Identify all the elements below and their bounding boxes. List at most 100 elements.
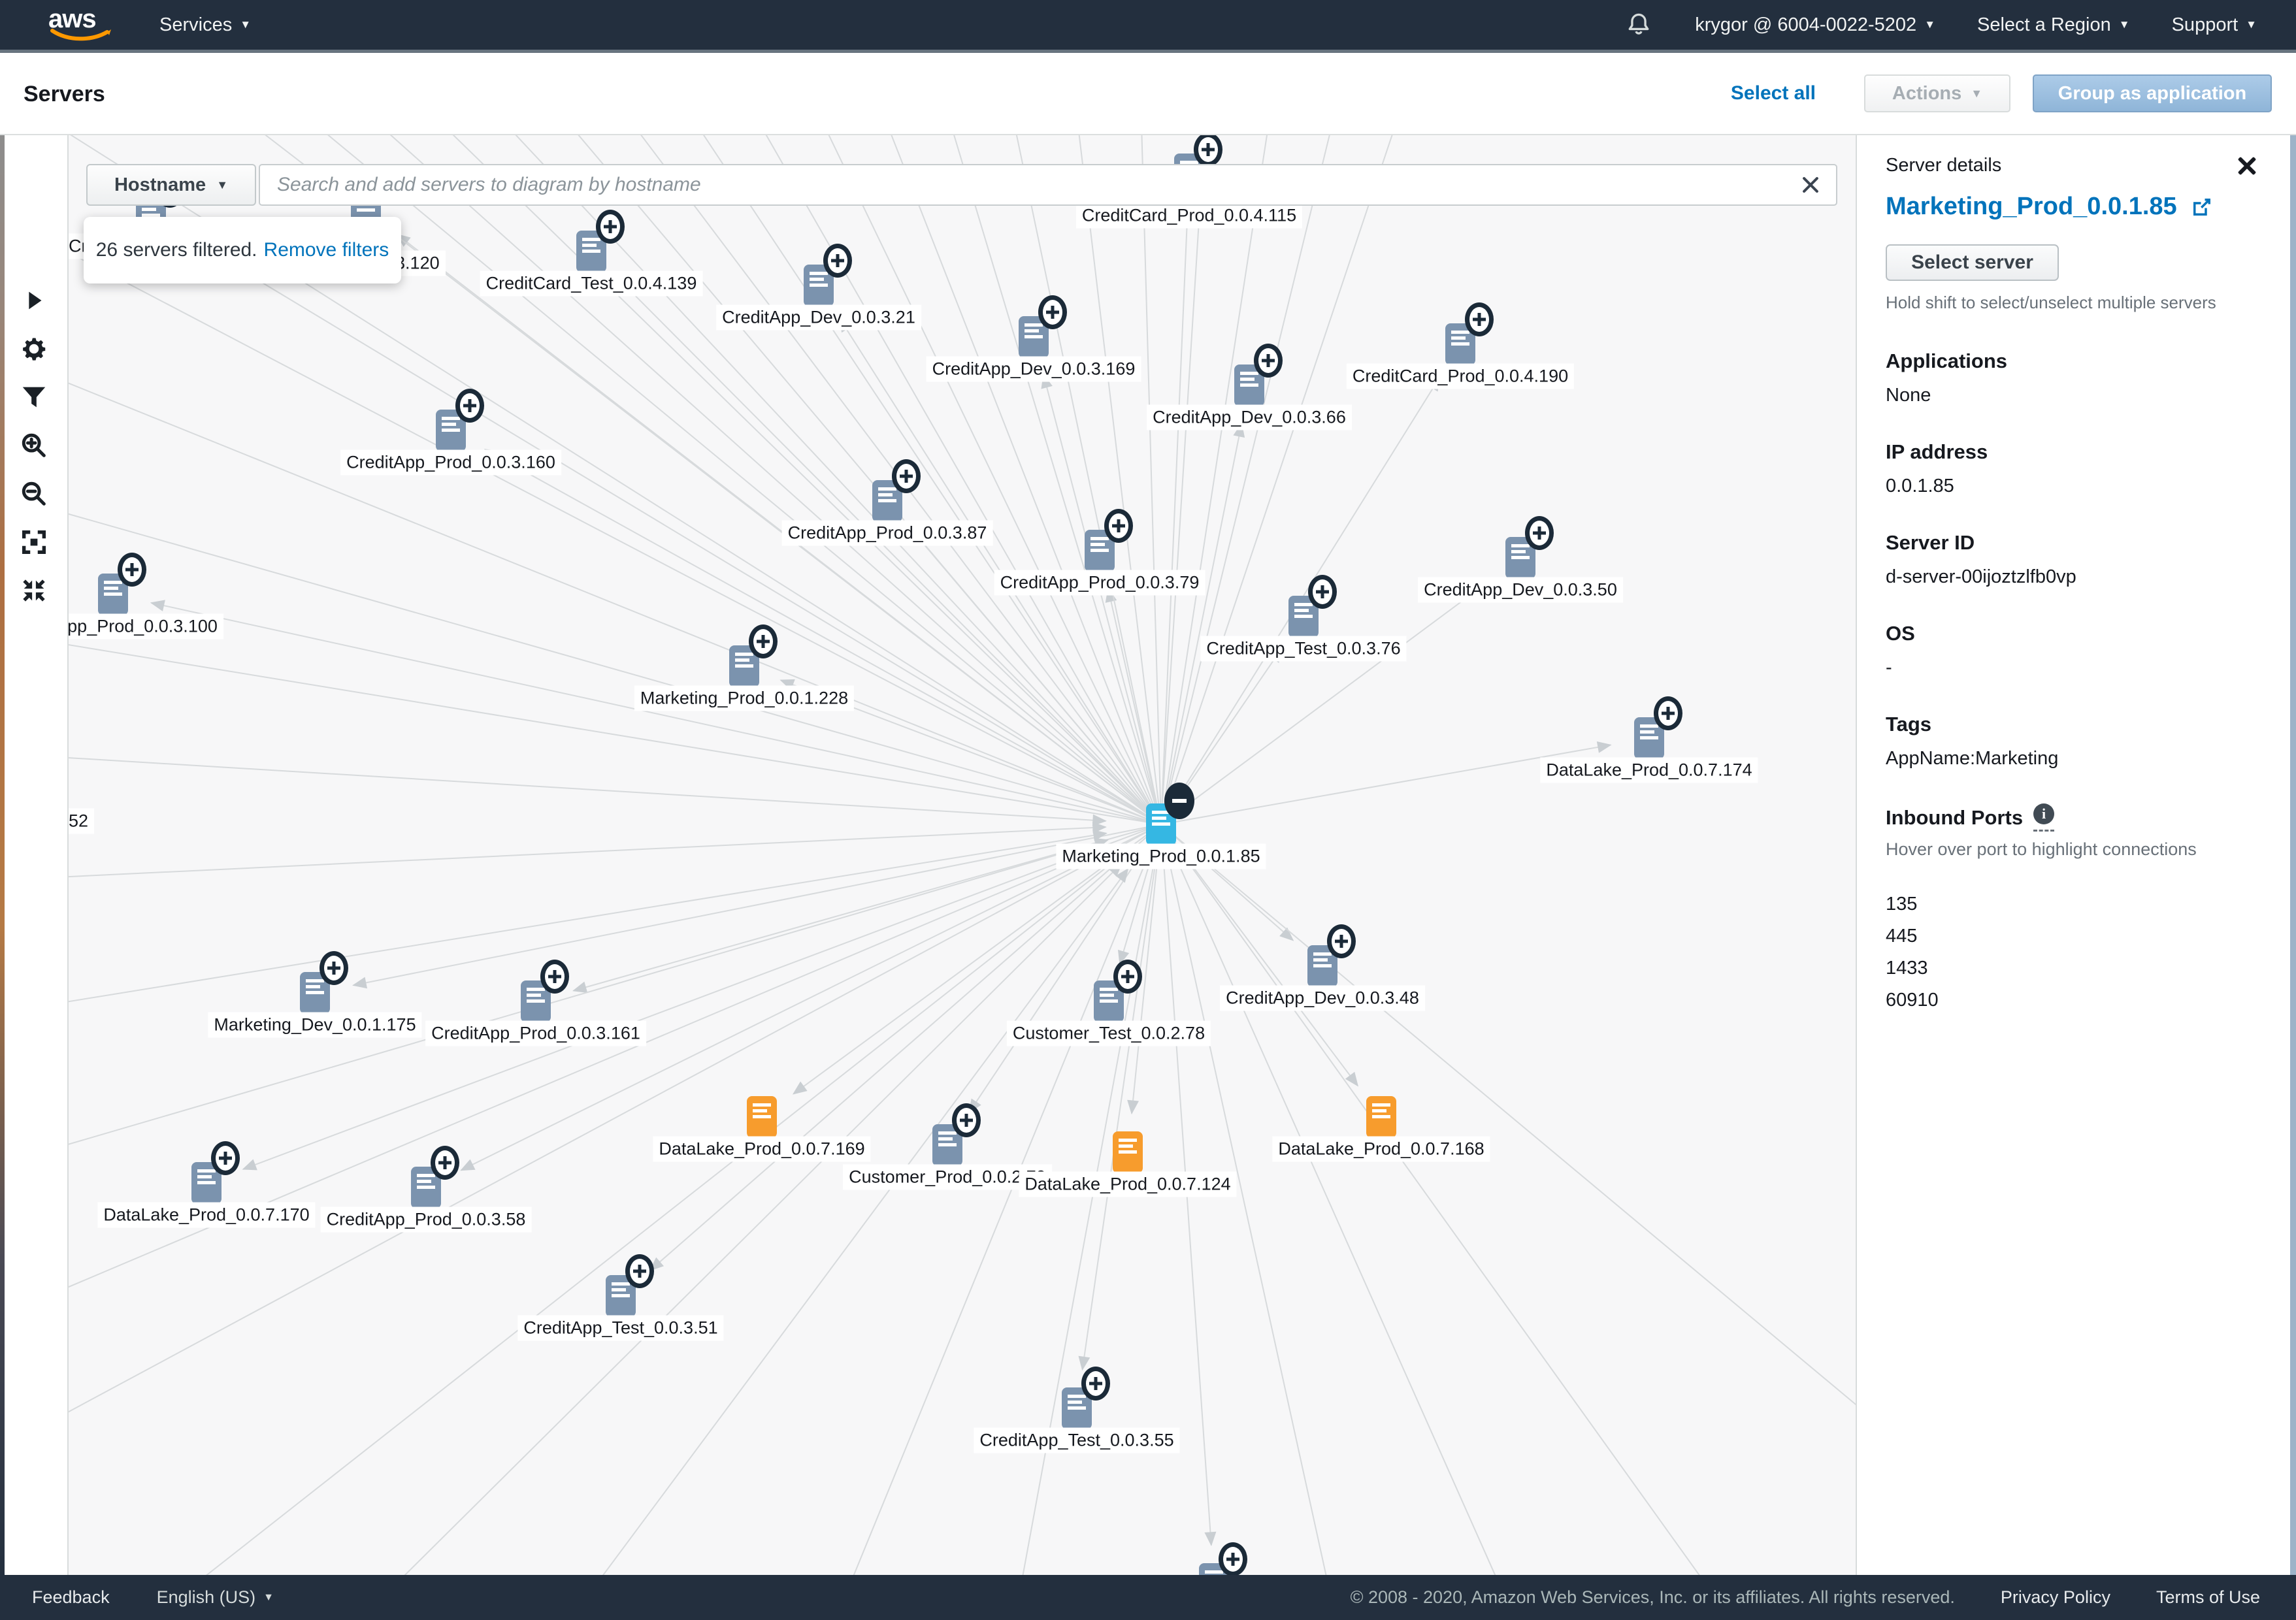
applications-label: Applications bbox=[1886, 349, 2008, 372]
settings-gear-icon[interactable] bbox=[19, 334, 49, 364]
server-node[interactable] bbox=[1634, 696, 1682, 759]
expand-node-badge-icon[interactable] bbox=[749, 624, 778, 658]
server-node[interactable] bbox=[1366, 1096, 1396, 1138]
expand-node-badge-icon[interactable] bbox=[1113, 960, 1142, 994]
fit-to-screen-icon[interactable] bbox=[19, 527, 49, 557]
server-node[interactable] bbox=[1062, 1367, 1110, 1429]
language-selector[interactable]: English (US) ▼ bbox=[156, 1587, 274, 1607]
search-filter-dropdown[interactable]: Hostname ▼ bbox=[86, 164, 256, 206]
select-server-button[interactable]: Select server bbox=[1886, 244, 2059, 281]
zoom-in-icon[interactable] bbox=[19, 430, 49, 461]
server-node[interactable] bbox=[436, 389, 484, 451]
expand-node-badge-icon[interactable] bbox=[1525, 516, 1554, 550]
server-node[interactable] bbox=[1019, 295, 1067, 358]
selected-server-node[interactable] bbox=[1146, 783, 1194, 845]
expand-node-badge-icon[interactable] bbox=[1465, 302, 1494, 336]
expand-node-badge-icon[interactable] bbox=[1654, 696, 1682, 730]
inbound-port[interactable]: 60910 bbox=[1886, 990, 1939, 1011]
expand-node-badge-icon[interactable] bbox=[211, 1141, 240, 1175]
server-node[interactable] bbox=[1288, 575, 1337, 638]
server-node[interactable] bbox=[606, 1254, 654, 1317]
server-node[interactable] bbox=[1113, 1131, 1143, 1173]
server-label: CreditApp_Dev_0.0.3.169 bbox=[926, 356, 1141, 382]
server-node[interactable] bbox=[521, 960, 569, 1022]
diagram-search-bar: Hostname ▼ bbox=[86, 164, 1837, 206]
clear-search-icon[interactable] bbox=[1801, 175, 1820, 195]
server-node[interactable] bbox=[1505, 516, 1554, 579]
collapse-node-badge-icon[interactable] bbox=[1164, 783, 1194, 819]
inbound-port[interactable]: 445 bbox=[1886, 926, 1918, 947]
server-node[interactable] bbox=[191, 1141, 240, 1204]
server-node[interactable] bbox=[932, 1103, 981, 1166]
account-menu[interactable]: krygor @ 6004-0022-5202 ▼ bbox=[1695, 14, 1936, 35]
server-label: CreditApp_Prod_0.0.3.161 bbox=[425, 1020, 646, 1046]
expand-node-badge-icon[interactable] bbox=[1219, 1542, 1247, 1576]
external-link-icon[interactable] bbox=[2190, 195, 2214, 219]
inbound-port[interactable]: 135 bbox=[1886, 894, 1918, 915]
terms-of-use-link[interactable]: Terms of Use bbox=[2156, 1587, 2260, 1607]
expand-node-badge-icon[interactable] bbox=[1194, 133, 1222, 167]
server-node[interactable] bbox=[729, 624, 778, 687]
expand-node-badge-icon[interactable] bbox=[1327, 924, 1356, 958]
expand-node-badge-icon[interactable] bbox=[1254, 344, 1283, 378]
filter-funnel-icon[interactable] bbox=[19, 382, 49, 412]
group-as-application-button[interactable]: Group as application bbox=[2033, 74, 2272, 112]
server-label: CreditCard_Prod_0.0.4.190 bbox=[1346, 363, 1575, 389]
zoom-out-icon[interactable] bbox=[19, 479, 49, 509]
server-node[interactable] bbox=[804, 244, 852, 306]
expand-node-badge-icon[interactable] bbox=[1308, 575, 1337, 609]
feedback-link[interactable]: Feedback bbox=[32, 1587, 110, 1607]
expand-node-badge-icon[interactable] bbox=[540, 960, 569, 994]
server-name-link[interactable]: Marketing_Prod_0.0.1.85 bbox=[1886, 193, 2177, 220]
server-label: CreditApp_Prod_0.0.3.79 bbox=[994, 570, 1205, 596]
copyright-text: © 2008 - 2020, Amazon Web Services, Inc.… bbox=[1350, 1587, 1955, 1607]
server-label: CreditApp_Prod_0.0.3.58 bbox=[320, 1207, 532, 1233]
privacy-policy-link[interactable]: Privacy Policy bbox=[2000, 1587, 2110, 1607]
expand-node-badge-icon[interactable] bbox=[823, 244, 852, 278]
expand-panel-icon[interactable] bbox=[19, 285, 49, 316]
search-input[interactable] bbox=[259, 164, 1837, 206]
server-node[interactable] bbox=[576, 210, 625, 272]
actions-button[interactable]: Actions ▼ bbox=[1864, 74, 2010, 112]
notifications-bell-icon[interactable] bbox=[1624, 10, 1653, 39]
expand-node-badge-icon[interactable] bbox=[625, 1254, 654, 1288]
server-node[interactable] bbox=[1234, 344, 1283, 406]
select-all-link[interactable]: Select all bbox=[1730, 82, 1816, 104]
expand-node-badge-icon[interactable] bbox=[892, 459, 921, 493]
region-menu[interactable]: Select a Region ▼ bbox=[1977, 14, 2130, 35]
aws-logo[interactable]: aws bbox=[48, 6, 116, 43]
chevron-down-icon: ▼ bbox=[2246, 18, 2257, 31]
inbound-ports-info[interactable]: i bbox=[2033, 803, 2055, 832]
expand-node-badge-icon[interactable] bbox=[1081, 1367, 1110, 1401]
panel-scrollbar[interactable] bbox=[2290, 135, 2296, 1575]
server-node[interactable] bbox=[1445, 302, 1494, 365]
expand-node-badge-icon[interactable] bbox=[118, 553, 146, 587]
server-label: CreditApp_Dev_0.0.3.48 bbox=[1220, 985, 1425, 1011]
server-node[interactable] bbox=[1307, 924, 1356, 987]
inbound-port[interactable]: 1433 bbox=[1886, 958, 1928, 979]
services-menu[interactable]: Services ▼ bbox=[159, 14, 252, 35]
server-label: CreditApp_Prod_0.0.3.87 bbox=[781, 520, 993, 546]
server-node[interactable] bbox=[98, 553, 146, 615]
support-menu[interactable]: Support ▼ bbox=[2171, 14, 2257, 35]
remove-filters-link[interactable]: Remove filters bbox=[263, 239, 389, 261]
expand-node-badge-icon[interactable] bbox=[1038, 295, 1067, 329]
server-node[interactable] bbox=[411, 1146, 459, 1208]
panel-title: Server details bbox=[1886, 155, 2002, 176]
server-node[interactable] bbox=[300, 951, 348, 1014]
expand-node-badge-icon[interactable] bbox=[431, 1146, 459, 1180]
expand-node-badge-icon[interactable] bbox=[952, 1103, 981, 1137]
server-node[interactable] bbox=[1094, 960, 1142, 1022]
close-panel-icon[interactable] bbox=[2236, 155, 2258, 177]
expand-node-badge-icon[interactable] bbox=[1104, 509, 1133, 543]
server-node[interactable] bbox=[747, 1096, 777, 1138]
expand-node-badge-icon[interactable] bbox=[455, 389, 484, 423]
server-label: DataLake_Prod_0.0.7.169 bbox=[653, 1136, 871, 1162]
tags-label: Tags bbox=[1886, 713, 1932, 736]
inbound-ports-label: Inbound Ports bbox=[1886, 805, 2024, 829]
expand-node-badge-icon[interactable] bbox=[320, 951, 348, 985]
expand-node-badge-icon[interactable] bbox=[596, 210, 625, 244]
collapse-diagram-icon[interactable] bbox=[19, 575, 49, 606]
server-node[interactable] bbox=[872, 459, 921, 522]
server-node[interactable] bbox=[1085, 509, 1133, 572]
